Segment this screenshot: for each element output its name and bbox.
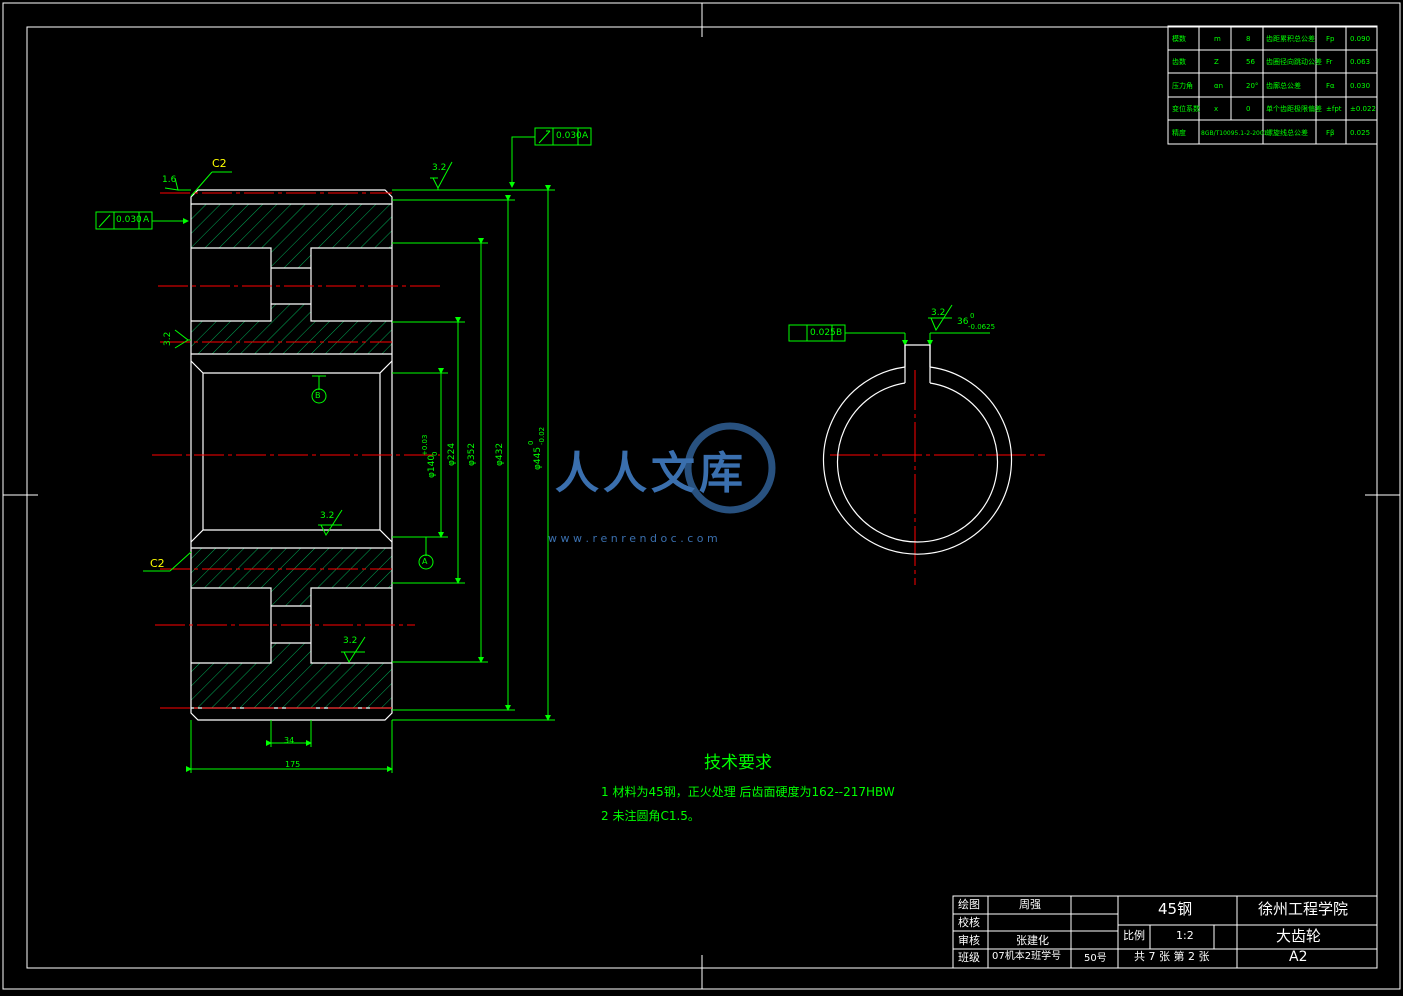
param-cell-val2: 0.090 <box>1350 35 1370 43</box>
param-cell-sym: m <box>1214 35 1221 43</box>
tb-material: 45钢 <box>1158 900 1193 918</box>
tol-top-value: 0.030 <box>556 131 582 141</box>
dim-bore: φ140 <box>427 454 437 478</box>
param-cell-name: 压力角 <box>1172 81 1193 90</box>
tb-scale: 1:2 <box>1176 929 1194 942</box>
roughness-3-2-bore: 3.2 <box>320 511 335 521</box>
tech-req-title: 技术要求 <box>704 753 772 773</box>
tol-left-value: 0.030 <box>116 215 142 225</box>
param-cell-sym: αn <box>1214 82 1223 90</box>
param-cell-name2: 单个齿距极限偏差 <box>1266 104 1322 113</box>
title-block <box>952 895 1378 969</box>
param-cell-sym2: ±fpt <box>1326 105 1342 113</box>
dim-d4-tol-low: -0.02 <box>538 426 546 445</box>
roughness-3-2-top: 3.2 <box>432 163 447 173</box>
dim-web-34: 34 <box>284 736 295 745</box>
dim-d4-tol-up: 0 <box>527 440 535 445</box>
keyway-end-view <box>822 344 1045 585</box>
param-cell-sym: 8GB/T10095.1-2-2001 <box>1201 130 1268 137</box>
dim-bore-tol-low: 0 <box>431 451 439 456</box>
param-cell-val2: 0.025 <box>1350 129 1370 137</box>
tech-req-line-1: 1 材料为45钢，正火处理 后齿面硬度为162--217HBW <box>601 785 895 799</box>
param-cell-val2: 0.030 <box>1350 82 1370 90</box>
dim-d4: φ445 <box>533 446 543 470</box>
dim-d3: φ432 <box>495 442 505 466</box>
datum-b-label: B <box>315 391 321 400</box>
tb-draw-name: 周强 <box>1019 898 1041 911</box>
tb-school: 徐州工程学院 <box>1258 900 1349 918</box>
c2-top-label: C2 <box>212 157 227 170</box>
dim-d2: φ352 <box>467 442 477 466</box>
param-cell-name: 模数 <box>1172 34 1186 43</box>
tech-req-line-2: 2 未注圆角C1.5。 <box>601 809 700 823</box>
dimension-lines <box>95 127 990 773</box>
key-tol-low: -0.0625 <box>968 323 996 331</box>
tb-class-name: 07机本2班学号 <box>992 951 1062 962</box>
tol-key-value: 0.025 <box>810 328 836 338</box>
param-cell-val: 20° <box>1246 82 1258 90</box>
param-cell-sym2: Fr <box>1326 58 1333 66</box>
tb-check-label: 校核 <box>958 916 980 929</box>
tol-key-ref: B <box>836 328 843 338</box>
dim-d1: φ224 <box>447 442 457 466</box>
tb-sheet-size: A2 <box>1289 949 1308 965</box>
param-cell-name2: 齿圈径向跳动公差 <box>1266 57 1322 66</box>
tb-review-name: 张建化 <box>1016 934 1049 947</box>
tb-part-name: 大齿轮 <box>1276 927 1322 945</box>
param-cell-sym2: Fα <box>1326 82 1335 90</box>
param-cell-name2: 齿廓总公差 <box>1266 81 1301 90</box>
param-cell-name: 齿数 <box>1172 57 1186 66</box>
roughness-1-6: 1.6 <box>162 175 177 185</box>
param-cell-val: 8 <box>1246 35 1250 43</box>
param-cell-sym: x <box>1214 105 1218 113</box>
tb-student-no: 50号 <box>1084 953 1107 964</box>
param-cell-name: 精度 <box>1172 128 1186 137</box>
roughness-3-2-lower: 3.2 <box>343 636 358 646</box>
datum-a-label: A <box>422 557 428 566</box>
gear-parameter-table: 模数 m 8 齿距累积总公差 Fp 0.090 齿数 Z 56 齿圈径向跳动公差 Fr 0.063 压力… <box>1167 25 1378 145</box>
tb-scale-label: 比例 <box>1123 929 1145 942</box>
param-cell-sym: Z <box>1214 58 1219 66</box>
param-cell-val2: 0.063 <box>1350 58 1370 66</box>
param-cell-sym2: Fβ <box>1326 129 1335 137</box>
param-cell-sym2: Fp <box>1326 35 1335 43</box>
param-cell-val: 0 <box>1246 105 1250 113</box>
param-cell-name: 变位系数 <box>1172 104 1200 113</box>
watermark-text: 人人文库 <box>555 448 747 499</box>
key-width: 36 <box>957 317 969 327</box>
tol-left-ref: A <box>143 215 150 225</box>
watermark-url: w w w . r e n r e n d o c . c o m <box>548 532 718 545</box>
roughness-3-2-key: 3.2 <box>931 308 946 318</box>
roughness-3-2-side: 3.2 <box>163 331 173 346</box>
dim-bore-tol-up: +0.03 <box>421 434 429 456</box>
tol-top-ref: A <box>582 131 589 141</box>
gear-section-view <box>152 189 440 721</box>
c2-bottom-label: C2 <box>150 557 165 570</box>
dim-width-175: 175 <box>285 760 301 769</box>
tb-class-label: 班级 <box>958 951 980 964</box>
tb-sheet-info: 共 7 张 第 2 张 <box>1134 950 1210 963</box>
tb-review-label: 审核 <box>958 934 980 947</box>
watermark <box>684 422 776 514</box>
key-tol-up: 0 <box>970 312 975 320</box>
tb-draw-label: 绘图 <box>958 898 980 911</box>
param-cell-val: 56 <box>1246 58 1255 66</box>
param-cell-name2: 齿距累积总公差 <box>1266 34 1315 43</box>
param-cell-val2: ±0.022 <box>1350 105 1376 113</box>
param-cell-name2: 螺旋线总公差 <box>1266 128 1308 137</box>
